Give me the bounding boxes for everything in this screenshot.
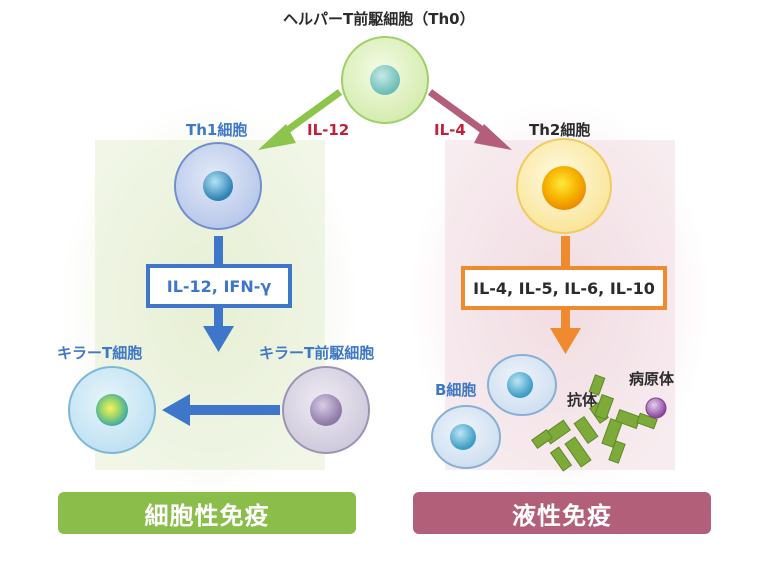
th1-cytokine-box: IL-12, IFN-γ xyxy=(146,264,292,308)
th0-cell xyxy=(341,36,429,124)
arrow-to-th2 xyxy=(427,89,512,150)
th2-connector xyxy=(561,236,570,268)
arrow-to-th1 xyxy=(258,89,343,150)
th1-connector xyxy=(214,236,223,266)
antibody-2 xyxy=(588,374,658,464)
th2-cell xyxy=(516,138,612,234)
th0-title: ヘルパーT前駆細胞（Th0） xyxy=(283,10,475,28)
th2-cytokine-box: IL-4, IL-5, IL-6, IL-10 xyxy=(461,266,667,310)
arrow-th1-down xyxy=(203,306,234,352)
th1-cell xyxy=(174,142,262,230)
il12-label: IL-12 xyxy=(307,121,350,139)
killer-t-precursor-label: キラーT前駆細胞 xyxy=(259,344,375,362)
il4-label: IL-4 xyxy=(434,121,466,139)
arrow-th2-down xyxy=(550,308,581,354)
cellular-immunity-band: 細胞性免疫 xyxy=(58,492,356,534)
b-cell-label: B細胞 xyxy=(435,381,477,399)
humoral-immunity-band: 液性免疫 xyxy=(413,492,711,534)
b-cell-1 xyxy=(487,354,557,416)
arrow-to-killer xyxy=(162,394,280,426)
pathogen-particle xyxy=(645,397,667,419)
antibody-label: 抗体 xyxy=(567,391,598,409)
killer-t-label: キラーT細胞 xyxy=(57,344,143,362)
th1-label: Th1細胞 xyxy=(186,121,248,139)
pathogen-label: 病原体 xyxy=(629,370,675,388)
antibody-1 xyxy=(531,402,609,472)
killer-t-precursor-cell xyxy=(282,366,370,454)
killer-t-cell xyxy=(68,366,156,454)
th2-label: Th2細胞 xyxy=(529,121,591,139)
b-cell-2 xyxy=(431,405,501,469)
